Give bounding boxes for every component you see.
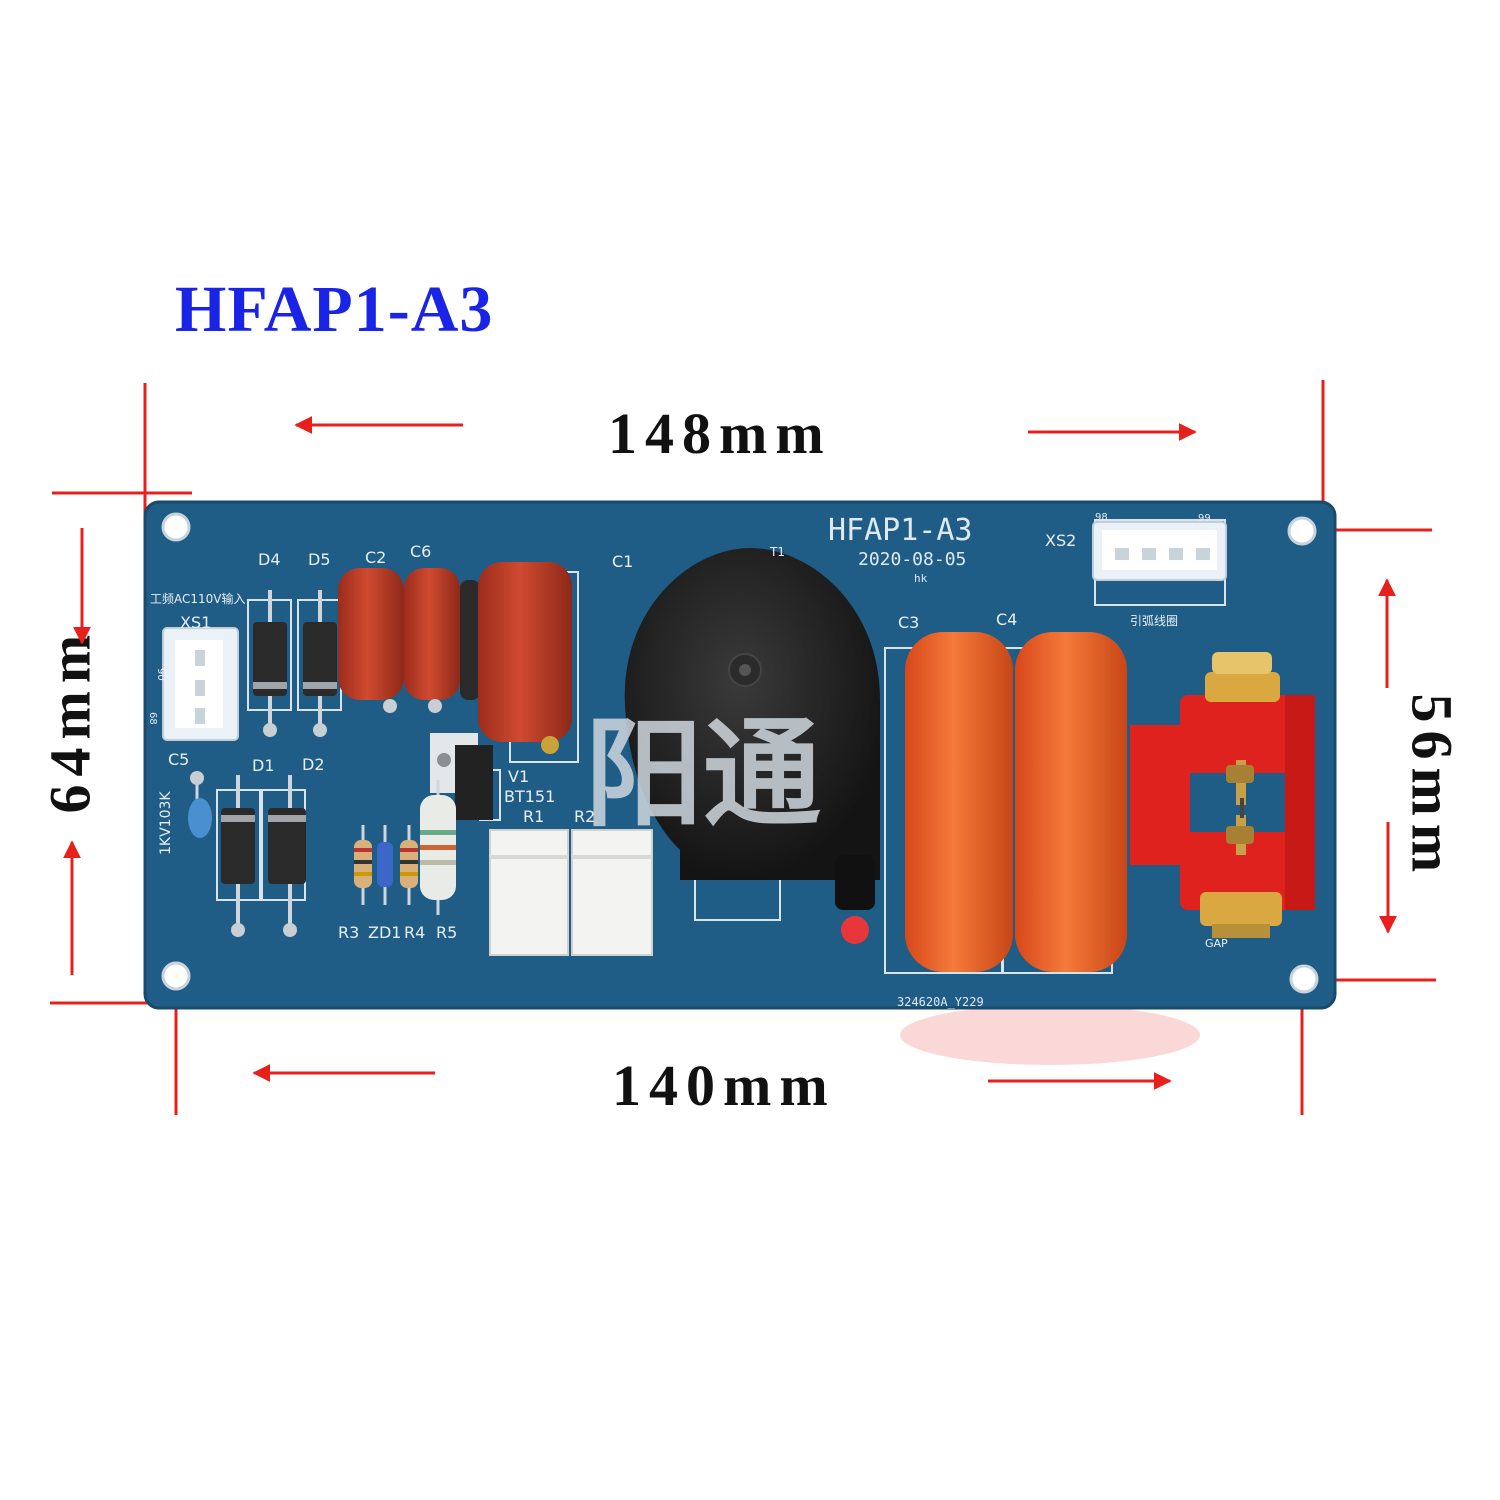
label-r4: R4 (404, 923, 425, 942)
capacitor-c3 (905, 632, 1013, 972)
scr-v1 (430, 733, 493, 820)
label-t1: T1 (769, 545, 785, 559)
label-r2: R2 (574, 807, 595, 826)
board-model-silk: HFAP1-A3 (828, 513, 973, 548)
dimension-bottom-label: 140mm (612, 1053, 836, 1118)
product-title: HFAP1-A3 (175, 273, 494, 346)
dimension-arrows (63, 416, 1397, 1090)
pin-label-98: 98 (1095, 512, 1108, 523)
board-date-silk: 2020-08-05 (858, 549, 966, 570)
label-v1: V1 (508, 767, 529, 786)
diode-d5 (303, 590, 337, 737)
label-d5: D5 (308, 550, 331, 569)
label-d2: D2 (302, 755, 325, 774)
capacitor-c1 (478, 562, 572, 742)
pin-label-99: 99 (1198, 513, 1211, 524)
label-c4: C4 (996, 610, 1017, 629)
diode-d4 (253, 590, 287, 737)
diode-d2 (268, 775, 306, 937)
capacitors-small (338, 562, 572, 754)
label-c5-value: 1KV103K (158, 791, 174, 855)
label-gap: GAP (1205, 937, 1228, 950)
arc-coil-label-silk: 引弧线圈 (1130, 614, 1178, 628)
connector-xs2 (1092, 521, 1227, 581)
transformer-t1 (624, 548, 880, 944)
board-initials-silk: hk (914, 572, 928, 585)
capacitor-c4 (1015, 632, 1127, 972)
reflection-glow (900, 1005, 1200, 1065)
resistor-r4 (400, 825, 418, 905)
label-c2: C2 (365, 548, 386, 567)
resistor-r3 (354, 825, 372, 905)
label-c5: C5 (168, 750, 189, 769)
diodes (221, 590, 337, 937)
capacitor-c5 (188, 771, 212, 838)
label-d1: D1 (252, 756, 275, 775)
board-serial-silk: 324620A_Y229 (897, 995, 984, 1009)
pin-label-68: 68 (147, 712, 158, 725)
diode-d1 (221, 775, 255, 937)
spark-gap-assembly (1130, 652, 1315, 938)
label-v1-part: BT151 (504, 787, 555, 806)
watermark-text: 阳通 (585, 705, 821, 843)
label-xs1: XS1 (180, 613, 211, 632)
label-r1: R1 (523, 807, 544, 826)
label-zd1: ZD1 (368, 923, 401, 942)
component-labels: XS1 XS2 D4 D5 C2 C6 C1 T1 C3 C4 C5 D1 D2… (158, 531, 1228, 950)
label-c6: C6 (410, 542, 431, 561)
power-resistors (489, 829, 653, 956)
dimension-top-label: 148mm (608, 401, 832, 466)
resistor-r2 (571, 829, 653, 956)
connector-xs1 (162, 627, 239, 741)
resistors (354, 780, 456, 915)
label-r3: R3 (338, 923, 359, 942)
capacitor-c2 (338, 568, 404, 700)
label-r5: R5 (436, 923, 457, 942)
pin-label-90: 90 (155, 668, 166, 681)
capacitors-large (905, 632, 1127, 972)
resistor-r1 (489, 829, 569, 956)
label-xs2: XS2 (1045, 531, 1076, 550)
label-c3: C3 (898, 613, 919, 632)
input-label-silk: 工频AC110V输入 (150, 591, 246, 606)
zener-zd1 (377, 825, 393, 905)
label-d4: D4 (258, 550, 281, 569)
resistor-r5 (420, 780, 456, 915)
label-c1: C1 (612, 552, 633, 571)
capacitor-c6 (404, 568, 460, 700)
